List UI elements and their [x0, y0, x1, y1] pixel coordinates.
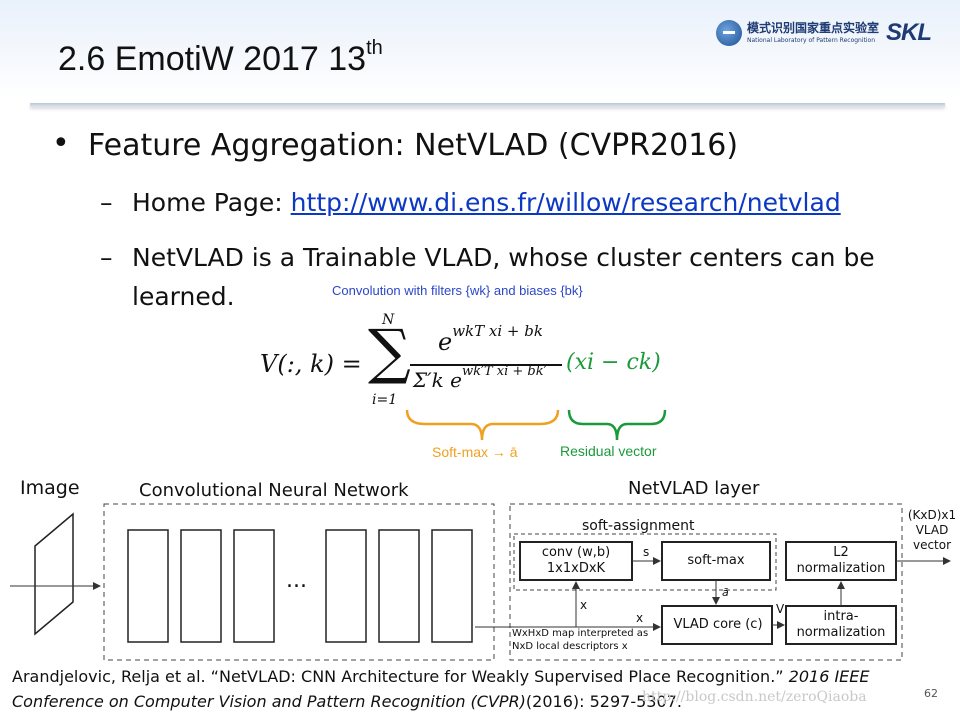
lab-seal-icon	[716, 20, 742, 46]
residual-annotation: Residual vector	[560, 443, 657, 459]
l2-box-line2: normalization	[796, 561, 886, 576]
conv-box-line2: 1x1xDxK	[546, 561, 606, 576]
softmax-annotation: Soft-max → ā	[432, 444, 518, 460]
numerator-base: e	[438, 328, 453, 356]
slide-title-text: 2.6 EmotiW 2017 13	[58, 40, 367, 78]
sum-lower-limit: i=1	[372, 392, 398, 408]
output-line1: (KxD)x1	[907, 508, 957, 522]
page-number: 62	[924, 687, 938, 700]
softmax-brace-icon	[405, 409, 560, 441]
sub-bullet-dash-icon: –	[100, 188, 113, 217]
intra-box-label: intra- normalization	[786, 609, 896, 641]
output-line3: vector	[912, 538, 952, 552]
formula-denominator: Σ′k ewk′T xi + bk′	[413, 364, 547, 392]
output-vector-label: (KxD)x1 VLAD vector	[903, 508, 960, 553]
x-label-upper: x	[580, 598, 588, 612]
fraction-bar	[410, 364, 562, 366]
summation-icon: ∑	[368, 317, 411, 387]
homepage-link[interactable]: http://www.di.ens.fr/willow/research/net…	[290, 188, 841, 217]
netvlad-architecture-diagram: Image Convolutional Neural Network ... N…	[0, 470, 960, 670]
intra-box-line1: intra-	[823, 609, 859, 624]
residual-brace-icon	[567, 409, 667, 441]
watermark: http://blog.csdn.net/zeroQiaoba	[642, 689, 867, 705]
input-image-icon	[34, 512, 74, 636]
sub-bullet-netvlad-line2: learned.	[132, 282, 235, 311]
soft-assignment-box	[513, 533, 777, 591]
citation-pages: (2016): 5297-5307.	[525, 692, 682, 711]
cnn-label: Convolutional Neural Network	[139, 480, 409, 501]
convolution-annotation: Convolution with filters {wk} and biases…	[332, 283, 583, 298]
softmax-box-label: soft-max	[687, 553, 745, 568]
netvlad-layer-label: NetVLAD layer	[628, 478, 760, 499]
sub-bullet-dash-icon: –	[100, 243, 113, 272]
homepage-label: Home Page:	[132, 188, 291, 217]
soft-assignment-label: soft-assignment	[582, 518, 695, 534]
formula-numerator: ewkT xi + bk	[438, 322, 543, 356]
lab-logo: 模式识别国家重点实验室 National Laboratory of Patte…	[716, 18, 948, 48]
lab-name-english: National Laboratory of Pattern Recogniti…	[747, 37, 876, 44]
sub-bullet-netvlad-line1: NetVLAD is a Trainable VLAD, whose clust…	[132, 243, 875, 272]
v-label: V	[776, 602, 785, 616]
reference-citation: Arandjelovic, Relja et al. “NetVLAD: CNN…	[12, 664, 942, 714]
vlad-core-box-label: VLAD core (c)	[673, 617, 763, 632]
denominator-base: Σ′k e	[413, 368, 462, 392]
map-note-line2: NxD local descriptors x	[512, 641, 628, 652]
l2-box-line1: L2	[833, 545, 849, 560]
formula-lhs: V(:, k) =	[260, 350, 362, 378]
s-label: s	[643, 545, 650, 559]
map-interpretation-note: WxHxD map interpreted as NxD local descr…	[512, 627, 648, 653]
slide-title-superscript: th	[366, 36, 383, 59]
numerator-exponent: wkT xi + bk	[452, 322, 543, 340]
formula-residual: (xi − ck)	[566, 350, 661, 375]
title-divider	[30, 103, 945, 107]
conv-box-label: conv (w,b) 1x1xDxK	[520, 545, 632, 577]
layers-ellipsis: ...	[286, 568, 307, 593]
netvlad-formula: V(:, k) = N ∑ i=1 ewkT xi + bk Σ′k ewk′T…	[260, 312, 680, 414]
netvlad-layer-box	[509, 503, 903, 661]
intra-box-line2: normalization	[796, 625, 886, 640]
cnn-box	[103, 503, 495, 661]
map-note-line1: WxHxD map interpreted as	[512, 628, 649, 639]
citation-authors-title: Arandjelovic, Relja et al. “NetVLAD: CNN…	[12, 667, 789, 686]
output-line2: VLAD	[915, 523, 949, 537]
l2-box-label: L2 normalization	[786, 545, 896, 577]
architecture-drawing	[10, 503, 951, 661]
lab-abbreviation: SKL	[886, 19, 932, 46]
a-bar-label: ā	[722, 586, 729, 599]
main-bullet-text: Feature Aggregation: NetVLAD (CVPR2016)	[88, 128, 739, 163]
sub-bullet-homepage-text: Home Page: http://www.di.ens.fr/willow/r…	[132, 188, 841, 217]
sum-upper-limit: N	[382, 312, 395, 328]
conv-box-line1: conv (w,b)	[541, 545, 611, 560]
image-label: Image	[20, 477, 80, 499]
slide-title: 2.6 EmotiW 2017 13th	[58, 36, 383, 79]
denominator-exponent: wk′T xi + bk′	[462, 364, 547, 379]
bullet-dot-icon: •	[52, 126, 70, 161]
x-label-lower: x	[636, 611, 644, 625]
lab-name-chinese: 模式识别国家重点实验室	[747, 21, 880, 35]
citation-venue: 2016 IEEE Conference on Computer Vision …	[12, 667, 870, 711]
